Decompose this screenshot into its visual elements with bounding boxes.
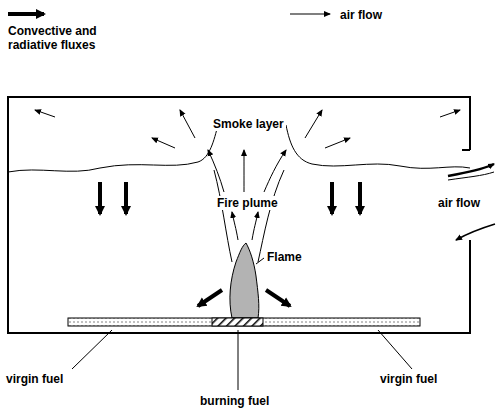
fuel-label: virgin fuel xyxy=(380,372,437,386)
thick-arrow-sample xyxy=(8,12,44,16)
fuel-label: burning fuel xyxy=(200,394,269,408)
room-wall xyxy=(8,97,470,333)
smoke-interface xyxy=(286,125,470,168)
smoke-layer-label: Smoke layer xyxy=(211,117,286,131)
inflow-arrow xyxy=(456,224,495,240)
door-soffit xyxy=(462,149,470,151)
fuel-label: virgin fuel xyxy=(6,372,63,386)
thin-arrow-sample xyxy=(290,13,330,14)
flame-label: Flame xyxy=(267,250,302,264)
air-flow-label: air flow xyxy=(438,196,480,210)
flame-leader xyxy=(256,258,264,264)
smoke-flow-arrows xyxy=(35,110,460,148)
legend-text: Convective and radiative fluxes xyxy=(8,24,133,52)
fire-plume-label: Fire plume xyxy=(215,196,280,210)
flame-shape xyxy=(230,243,259,318)
outflow-arrow xyxy=(448,172,494,180)
flame-flux-arrows xyxy=(198,290,290,306)
leader-lines xyxy=(72,330,412,390)
legend-text: air flow xyxy=(340,8,382,22)
downward-flux-arrows xyxy=(100,182,360,214)
burning-fuel-bed xyxy=(212,318,263,326)
virgin-fuel-bed xyxy=(68,318,420,326)
smoke-interface xyxy=(8,125,218,172)
